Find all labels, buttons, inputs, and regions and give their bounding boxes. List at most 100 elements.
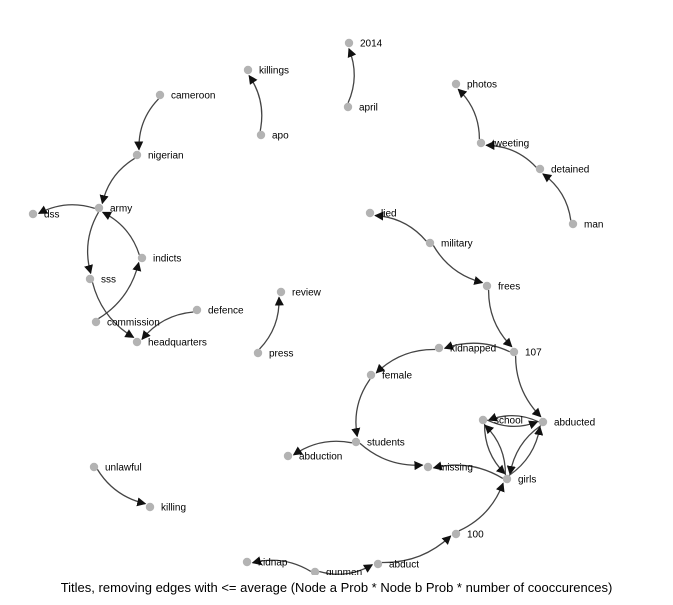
edge-sss-to-headquarters [91,282,135,338]
node-label: review [292,288,322,299]
node-2014: 2014 [344,39,383,50]
edge-students-to-abduction [292,440,353,456]
node-nigerian: nigerian [132,150,184,162]
edge-apo-to-killings [248,74,263,132]
node-107: 107 [509,347,542,359]
node-dot [425,238,435,248]
node-dot [85,274,95,284]
node-dot [373,559,383,569]
node-press: press [253,348,293,360]
node-dot [192,305,202,315]
node-label: press [269,349,293,360]
node-kidnap: kidnap [242,557,288,569]
node-dot [351,437,361,447]
node-unlawful: unlawful [89,462,142,474]
edge-frees-to-107 [487,289,513,348]
node-dot [145,502,155,512]
node-label: frees [498,282,520,293]
edge-army-to-dss [37,204,95,215]
edge-unlawful-to-killing [96,469,147,507]
edge-abducted-to-girls [506,425,542,476]
edge-school-to-girls [483,423,506,475]
node-label: gunmen [326,568,362,576]
edge-press-to-review [259,296,284,350]
node-school: school [478,415,523,427]
node-100: 100 [451,530,484,541]
node-dot [476,138,486,148]
node-label: abduct [389,560,419,571]
node-dot [478,415,488,425]
node-dot [535,164,545,174]
node-label: april [359,103,378,114]
node-label: dss [44,210,60,221]
node-label: kidnap [258,558,288,569]
node-label: man [584,220,603,231]
node-dot [509,347,519,357]
node-label: missing [439,463,473,474]
node-defence: defence [192,305,244,317]
node-dot [28,209,38,219]
edge-army-to-sss [84,211,100,275]
node-abduction: abduction [283,451,342,463]
edge-abducted-to-school [487,412,540,423]
node-dot [482,281,492,291]
node-label: killing [161,503,186,514]
node-label: female [382,371,412,382]
node-label: apo [272,131,289,142]
node-dot [283,451,293,461]
edge-cameroon-to-nigerian [134,98,159,151]
node-label: tweeting [492,139,529,150]
edge-female-to-students [351,378,371,438]
node-detained: detained [535,164,589,176]
node-dot [94,203,104,213]
node-label: headquarters [148,338,207,349]
edge-indicts-to-army [101,211,140,255]
node-army: army [94,203,132,215]
edge-nigerian-to-army [99,157,135,205]
node-military: military [425,238,473,250]
node-frees: frees [482,281,520,293]
node-label: detained [551,165,589,176]
node-dot [253,348,263,358]
node-label: army [110,204,132,215]
node-indicts: indicts [137,253,181,265]
node-female: female [366,370,412,382]
node-label: 2014 [360,39,383,50]
edge-students-to-missing [359,442,424,471]
node-lied: lied [365,208,397,220]
edge-layer [37,47,572,575]
edge-tweeting-to-photos [457,88,481,140]
edge-school-to-abducted [486,419,539,430]
node-dot [242,557,252,567]
node-dot [538,417,548,427]
node-headquarters: headquarters [132,338,207,349]
edge-man-to-detained [542,173,572,221]
node-label: defence [208,306,244,317]
node-dot [132,150,142,160]
edge-commission-to-indicts [98,261,142,320]
node-label: photos [467,80,497,91]
node-april: april [343,103,378,114]
node-dot [502,474,512,484]
edge-kidnapped-to-female [375,348,436,374]
node-label: unlawful [105,463,142,474]
node-label: girls [518,475,536,486]
node-dot [365,208,375,218]
edge-100-to-girls [458,482,505,532]
word-network-graph: cameroonnigerianarmydssindictsssscommiss… [28,39,603,576]
edge-military-to-frees [432,245,484,285]
node-dot [137,253,147,263]
node-killing: killing [145,502,186,514]
node-dot [243,65,253,75]
edge-military-to-lied [374,211,427,242]
edge-detained-to-tweeting [485,140,537,168]
edge-gunmen-to-abduct [319,564,374,575]
node-photos: photos [451,80,497,91]
node-man: man [568,219,603,231]
node-dot [366,370,376,380]
node-dot [89,462,99,472]
node-dot [568,219,578,229]
node-killings: killings [243,65,289,77]
node-apo: apo [256,131,289,142]
edge-defence-to-headquarters [141,311,194,341]
